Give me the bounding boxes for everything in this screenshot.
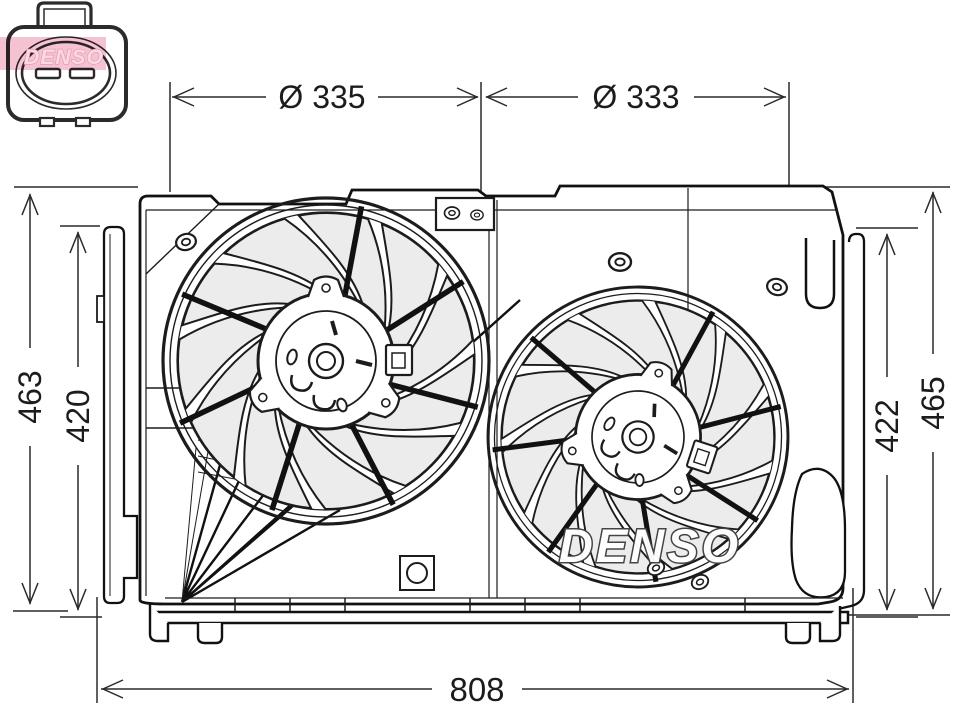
electrical-connector: DENSO	[0, 1, 128, 128]
dim-label-overall-width: 808	[449, 671, 504, 708]
connector-pin-slot	[68, 67, 96, 80]
arrowhead	[69, 588, 87, 612]
dim-label-right-outer-height: 465	[915, 376, 951, 429]
bottom-rail	[148, 597, 850, 645]
arrowhead	[456, 87, 479, 107]
arrowhead	[101, 679, 124, 699]
arrowhead	[21, 192, 39, 216]
dim-label-left-inner-height: 420	[60, 389, 96, 442]
arrowhead	[172, 87, 195, 107]
dim-label-left-fan-diameter: Ø 335	[278, 79, 365, 115]
arrowhead	[826, 679, 849, 699]
dimension-annotations	[13, 82, 950, 703]
arrowhead	[924, 587, 942, 611]
connector-tab	[36, 1, 93, 28]
arrowhead	[69, 230, 87, 254]
arrowhead	[21, 582, 39, 606]
arrowhead	[763, 87, 786, 107]
shroud-ribs	[180, 299, 521, 604]
arrowhead	[924, 190, 942, 214]
denso-pink-band	[0, 37, 106, 70]
right-hook	[804, 238, 836, 310]
bolt-hole	[607, 251, 633, 273]
shroud-details	[96, 196, 866, 645]
arrowhead	[485, 87, 508, 107]
right-lobe	[790, 467, 847, 599]
dim-label-right-fan-diameter: Ø 333	[592, 79, 679, 115]
denso-connector-logo: DENSO	[24, 46, 104, 69]
left-bracket	[102, 225, 139, 605]
arrowhead	[878, 232, 896, 256]
left-tab	[196, 623, 224, 645]
arrowhead	[878, 588, 896, 612]
denso-watermark: DENSO	[559, 519, 741, 572]
dim-label-left-outer-height: 463	[12, 370, 48, 423]
right-tab	[784, 623, 812, 645]
right-foot	[818, 606, 842, 643]
right-bracket	[837, 232, 866, 611]
left-foot	[148, 604, 170, 643]
connector-pin-slot	[34, 67, 62, 80]
dim-label-right-inner-height: 422	[869, 399, 905, 452]
